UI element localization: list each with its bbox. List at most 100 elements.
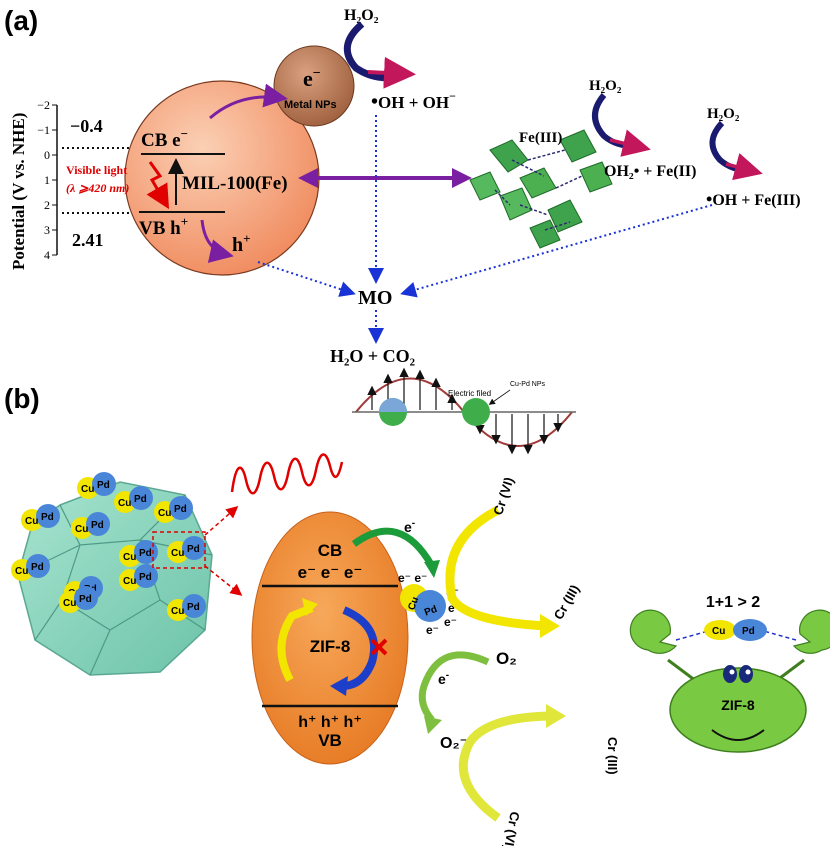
cu-label: Cu <box>63 598 76 609</box>
axis-tick-label: −2 <box>37 98 50 112</box>
cu-label: Cu <box>123 576 136 587</box>
cu-pd-nps-label: Cu-Pd NPs <box>510 381 546 388</box>
np-electron: e⁻ <box>444 615 457 629</box>
crab-cu-np <box>704 620 736 640</box>
zif8-particle <box>251 511 409 765</box>
pd-label: Pd <box>97 480 110 491</box>
zif8-name: ZIF-8 <box>310 637 351 656</box>
cu-label: Cu <box>171 548 184 559</box>
blocked-cross-icon <box>370 638 388 656</box>
zif-vb-label: VB <box>318 731 342 750</box>
crab-cu-label: Cu <box>712 626 725 637</box>
panel-b-label: (b) <box>4 383 40 414</box>
hole-label: h+ <box>232 231 251 256</box>
vb-to-hole-arrow <box>200 219 234 263</box>
cu-label: Cu <box>158 508 171 519</box>
axis-tick-label: 0 <box>44 148 50 162</box>
visible-light-label: Visible light <box>66 163 127 177</box>
pd-label: Pd <box>134 494 147 505</box>
axis-tick-label: 1 <box>44 173 50 187</box>
final-products: H₂O + CO₂ <box>330 346 415 366</box>
np-electron-label: e− <box>303 66 321 91</box>
cu-label: Cu <box>15 566 28 577</box>
h2o2-label-3: H₂O₂ <box>707 106 740 122</box>
h2o2-curved-arrow-3 <box>709 120 755 174</box>
axis-tick-label: −1 <box>37 123 50 137</box>
mo-label: MO <box>358 287 392 309</box>
electron-transfer-label-1: e- <box>404 518 415 535</box>
axis-tick-label: 2 <box>44 198 50 212</box>
zif-cb-label: CB <box>318 541 343 560</box>
pd-label: Pd <box>139 548 152 559</box>
cb-to-np-arrow <box>209 83 288 120</box>
potential-axis-ticks: −2 −1 0 1 2 3 4 <box>37 98 57 262</box>
vb-label: VB h+ <box>139 214 188 239</box>
yellow-cycle-arrow <box>277 604 314 682</box>
oh-products: •OH + OH− <box>371 89 456 113</box>
visible-light-wavelength: (λ ⩾420 nm) <box>66 181 129 195</box>
zoom-arrow-up <box>204 506 239 536</box>
double-arrow-right-head <box>452 168 472 188</box>
o2-label: O₂ <box>496 649 517 668</box>
cr6-to-cr3-arrow-lower <box>458 711 557 822</box>
electron-transfer-label-2: e- <box>438 670 449 687</box>
mof-cluster-structure <box>469 129 613 249</box>
np-pd-label: Pd <box>423 604 439 619</box>
electric-field-label: Electric filed <box>448 389 491 398</box>
pd-label: Pd <box>91 520 104 531</box>
vb-potential-value: 2.41 <box>72 230 104 250</box>
pd-label: Pd <box>79 594 92 605</box>
zoom-arrow-down <box>204 565 243 596</box>
cb-label: CB e− <box>141 126 188 151</box>
fe-reaction-1: OH₂• + Fe(II) <box>604 163 696 180</box>
fe-to-mo-arrow <box>400 204 713 298</box>
superoxide-label: O₂⁻ <box>440 735 468 752</box>
cr6-label-bottom: Cr (VI) <box>501 810 523 846</box>
cu-label: Cu <box>75 524 88 535</box>
crab-zif8-label: ZIF-8 <box>721 697 755 713</box>
zif-cb-electrons: e⁻ e⁻ e⁻ <box>298 563 363 582</box>
pd-label: Pd <box>41 512 54 523</box>
pd-label: Pd <box>187 602 200 613</box>
double-arrow-left-head <box>298 168 318 188</box>
pd-label: Pd <box>187 544 200 555</box>
axis-tick-label: 3 <box>44 223 50 237</box>
cr6-label-top: Cr (VI) <box>490 475 516 517</box>
mil100-name: MIL-100(Fe) <box>182 173 288 194</box>
cr3-label-top: Cr (III) <box>551 582 583 622</box>
cu-label: Cu <box>25 516 38 527</box>
blue-cycle-arrow <box>337 606 379 691</box>
crab-pd-label: Pd <box>742 626 755 637</box>
crab-pd-np <box>733 619 767 641</box>
pd-label: Pd <box>31 562 44 573</box>
metal-np-sphere <box>273 45 355 127</box>
metal-nps-label: Metal NPs <box>284 99 337 111</box>
cr6-to-cr3-arrow <box>445 506 549 631</box>
cu-label: Cu <box>81 484 94 495</box>
synergy-label: 1+1 > 2 <box>706 594 760 611</box>
np-electron: e⁻ <box>426 623 439 637</box>
cu-label: Cu <box>123 552 136 563</box>
h2o2-label-1: H₂O₂ <box>344 7 379 24</box>
potential-axis-title: Potential (V vs. NHE) <box>9 113 28 270</box>
pd-label: Pd <box>139 572 152 583</box>
cb-to-np-green-arrow <box>351 527 436 568</box>
cb-potential-value: −0.4 <box>70 116 103 136</box>
axis-tick-label: 4 <box>44 248 50 262</box>
electric-field-wave <box>352 367 576 455</box>
fe-reaction-2: •OH + Fe(III) <box>706 189 801 209</box>
crab-illustration <box>629 609 830 753</box>
red-radiation-wave <box>230 453 344 495</box>
panel-a-label: (a) <box>4 5 38 36</box>
